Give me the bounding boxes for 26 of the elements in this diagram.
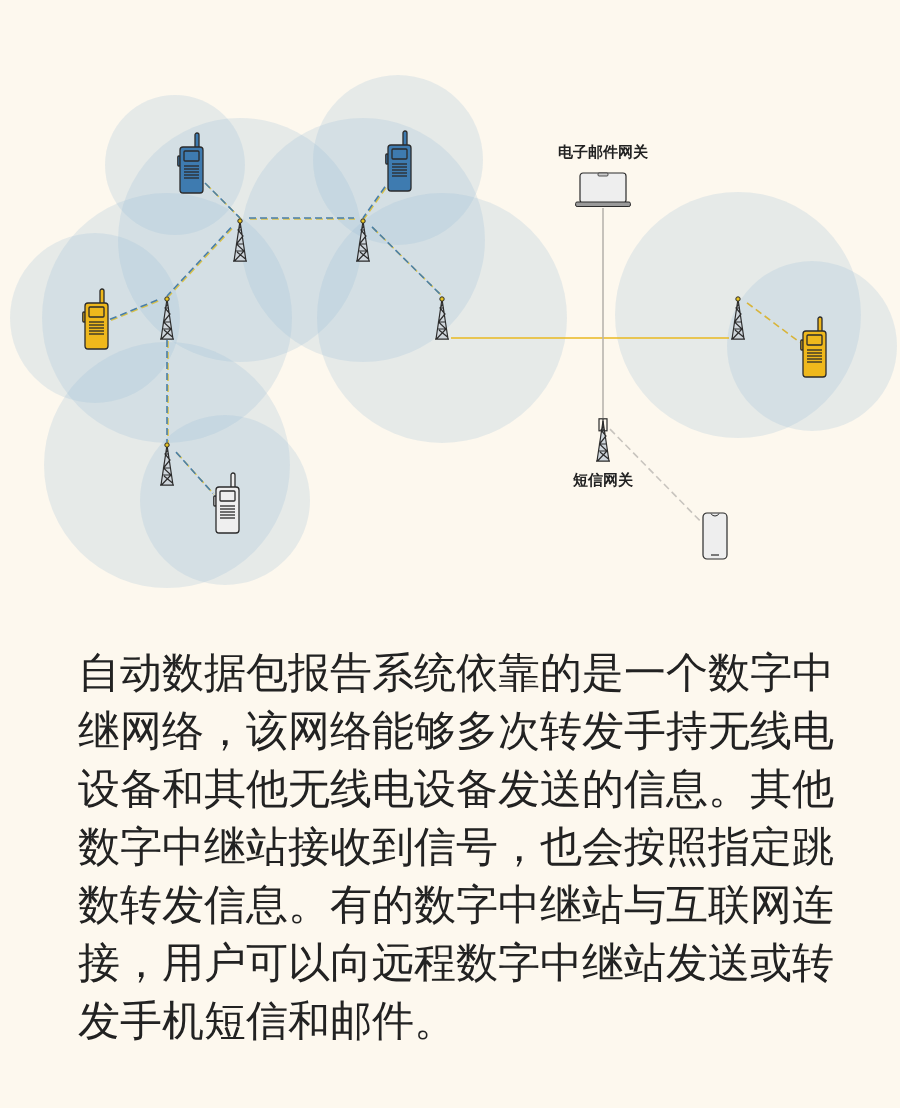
- signal-link: [166, 226, 232, 297]
- gateway-label: 电子邮件网关: [558, 142, 648, 162]
- signal-link: [362, 186, 386, 219]
- smartphone-icon: [702, 512, 728, 560]
- walkie-talkie-icon: [82, 288, 110, 350]
- radio-tower-icon: [433, 296, 451, 340]
- description-paragraph: 自动数据包报告系统依靠的是一个数字中继网络，该网络能够多次转发手持无线电设备和其他无线电设备发送的信息。其他数字中继站接收到信号，也会按照指定跳数转发信息。有的数字中继站与互联网连接，用户可以向远程数字中继站发送或转发手机短信和邮件。: [78, 647, 835, 1047]
- radio-tower-icon: [729, 296, 747, 340]
- signal-link: [204, 182, 241, 219]
- walkie-talkie-icon: [385, 130, 413, 192]
- signal-link: [371, 226, 443, 297]
- radio-tower-icon: [354, 218, 372, 262]
- signal-link: [450, 337, 730, 339]
- signal-link: [248, 217, 355, 219]
- signal-link: [109, 298, 159, 321]
- walkie-talkie-icon: [177, 132, 205, 194]
- signal-link: [602, 207, 604, 419]
- signal-link: [175, 451, 214, 495]
- radio-tower-icon: [158, 296, 176, 340]
- gateway-label: 短信网关: [573, 470, 633, 490]
- radio-tower-icon: [231, 218, 249, 262]
- radio-tower-icon: [158, 442, 176, 486]
- signal-link: [166, 339, 168, 443]
- walkie-talkie-icon: [800, 316, 828, 378]
- walkie-talkie-icon: [213, 472, 241, 534]
- signal-link: [609, 428, 703, 524]
